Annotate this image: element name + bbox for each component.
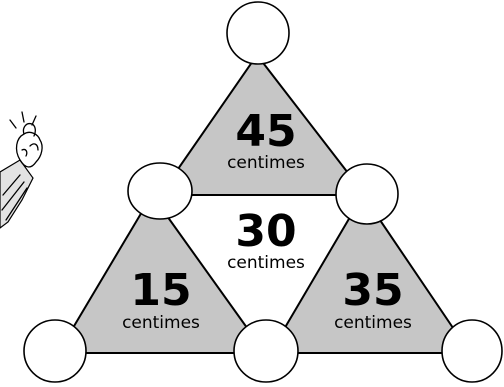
circle-slot-bottom-middle[interactable] bbox=[234, 320, 298, 382]
center-amount: 30 bbox=[235, 206, 296, 257]
center-unit: centimes bbox=[227, 253, 305, 273]
circle-slot-upper-right[interactable] bbox=[336, 164, 398, 224]
right-triangle-amount: 35 bbox=[342, 265, 403, 316]
circle-slot-bottom-right[interactable] bbox=[442, 320, 502, 382]
left-triangle-amount: 15 bbox=[130, 265, 191, 316]
right-triangle-unit: centimes bbox=[334, 313, 412, 333]
circle-slot-apex[interactable] bbox=[227, 2, 289, 64]
left-triangle-unit: centimes bbox=[122, 313, 200, 333]
top-triangle-unit: centimes bbox=[227, 153, 305, 173]
circle-slot-upper-left[interactable] bbox=[128, 163, 192, 219]
top-triangle-amount: 45 bbox=[235, 106, 296, 157]
circle-slot-bottom-left[interactable] bbox=[24, 320, 86, 382]
snapping-hand-icon bbox=[0, 112, 42, 228]
